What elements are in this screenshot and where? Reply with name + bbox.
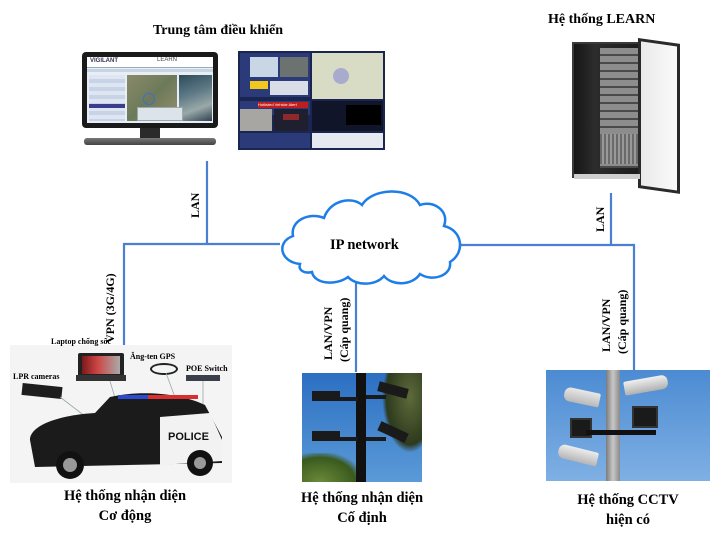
cctv-caption-line1: Hệ thống CCTV xyxy=(577,492,679,508)
mobile-caption-line1: Hệ thống nhận diện xyxy=(63,488,187,504)
fixed-caption-line1: Hệ thống nhận diện xyxy=(300,490,424,506)
dashboard-alert-banner: Hotlisted Vehicle Alert xyxy=(258,102,308,108)
cctv-caption-line2: hiện có xyxy=(606,512,650,528)
monitor-app-title: LEARN xyxy=(157,57,178,63)
component-label-poe: POE Switch xyxy=(186,364,228,373)
link-label-fixed-line2: (Cáp quang) xyxy=(337,297,351,362)
link-label-control-lan: LAN xyxy=(188,192,202,218)
cctv-system-caption: Hệ thống CCTV hiện có xyxy=(543,490,713,530)
link-label-learn-lan: LAN xyxy=(593,206,607,232)
link-label-mobile-vpn: VPN (3G/4G) xyxy=(103,273,117,343)
link-label-fixed-line1: LAN/VPN xyxy=(321,306,335,360)
link-label-cctv-line2: (Cáp quang) xyxy=(615,289,629,354)
fixed-camera-pole-image xyxy=(302,373,422,482)
component-label-lpr: LPR cameras xyxy=(13,372,60,381)
mobile-system-caption: Hệ thống nhận diện Cơ động xyxy=(20,486,230,526)
mobile-caption-line2: Cơ động xyxy=(98,508,152,524)
ip-network-label: IP network xyxy=(330,237,399,253)
cctv-pole-image xyxy=(546,370,710,481)
monitor-screen: VIGILANT LEARN xyxy=(87,57,213,123)
control-center-dashboard-image: Hotlisted Vehicle Alert xyxy=(238,51,385,150)
link-label-cctv-line1: LAN/VPN xyxy=(599,298,613,352)
control-center-monitor-image: VIGILANT LEARN xyxy=(82,52,218,148)
fixed-system-caption: Hệ thống nhận diện Cố định xyxy=(272,488,452,528)
police-car-text: POLICE xyxy=(168,431,209,443)
monitor-logo: VIGILANT xyxy=(90,58,118,64)
component-label-laptop: Laptop chống sốc xyxy=(51,337,112,346)
control-center-title: Trung tâm điều khiển xyxy=(153,23,284,38)
learn-server-rack-image xyxy=(570,36,680,194)
mobile-system-image: POLICE xyxy=(10,345,232,483)
learn-system-title: Hệ thống LEARN xyxy=(548,12,656,27)
fixed-caption-line2: Cố định xyxy=(337,510,387,526)
component-label-gps: Ăng-ten GPS xyxy=(130,352,176,361)
ip-network-cloud-icon xyxy=(281,190,462,285)
